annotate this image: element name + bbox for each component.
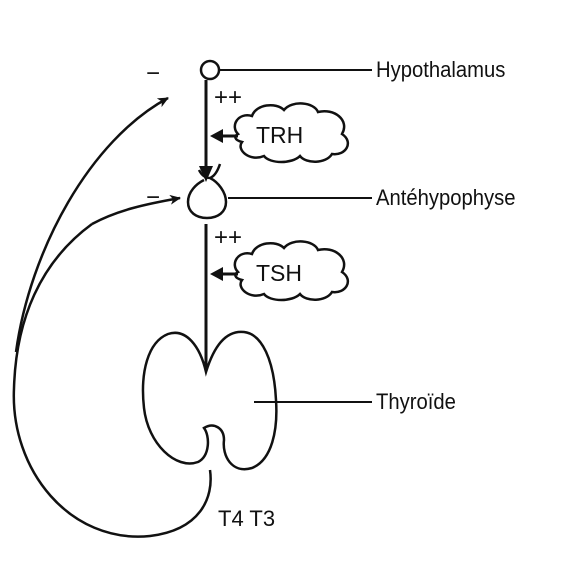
- tsh-label: TSH: [256, 262, 302, 285]
- hypothalamus-label: Hypothalamus: [376, 59, 505, 81]
- t4-t3-label: T4 T3: [218, 508, 275, 530]
- thyroide-label: Thyroïde: [376, 391, 456, 413]
- trh-label: TRH: [256, 124, 303, 147]
- inhibition-sign-top: −: [146, 62, 160, 86]
- hypothalamus-node: [201, 61, 219, 79]
- antehypophyse-label: Antéhypophyse: [376, 187, 516, 209]
- stimulation-sign-top: ++: [214, 86, 242, 110]
- thyroid-gland: [143, 332, 276, 469]
- feedback-arrow-antehypophyse: [92, 198, 180, 224]
- tsh-arrowhead: [210, 267, 223, 281]
- trh-arrowhead: [210, 129, 223, 143]
- stimulation-sign-bottom: ++: [214, 226, 242, 250]
- inhibition-sign-bottom: −: [146, 186, 160, 210]
